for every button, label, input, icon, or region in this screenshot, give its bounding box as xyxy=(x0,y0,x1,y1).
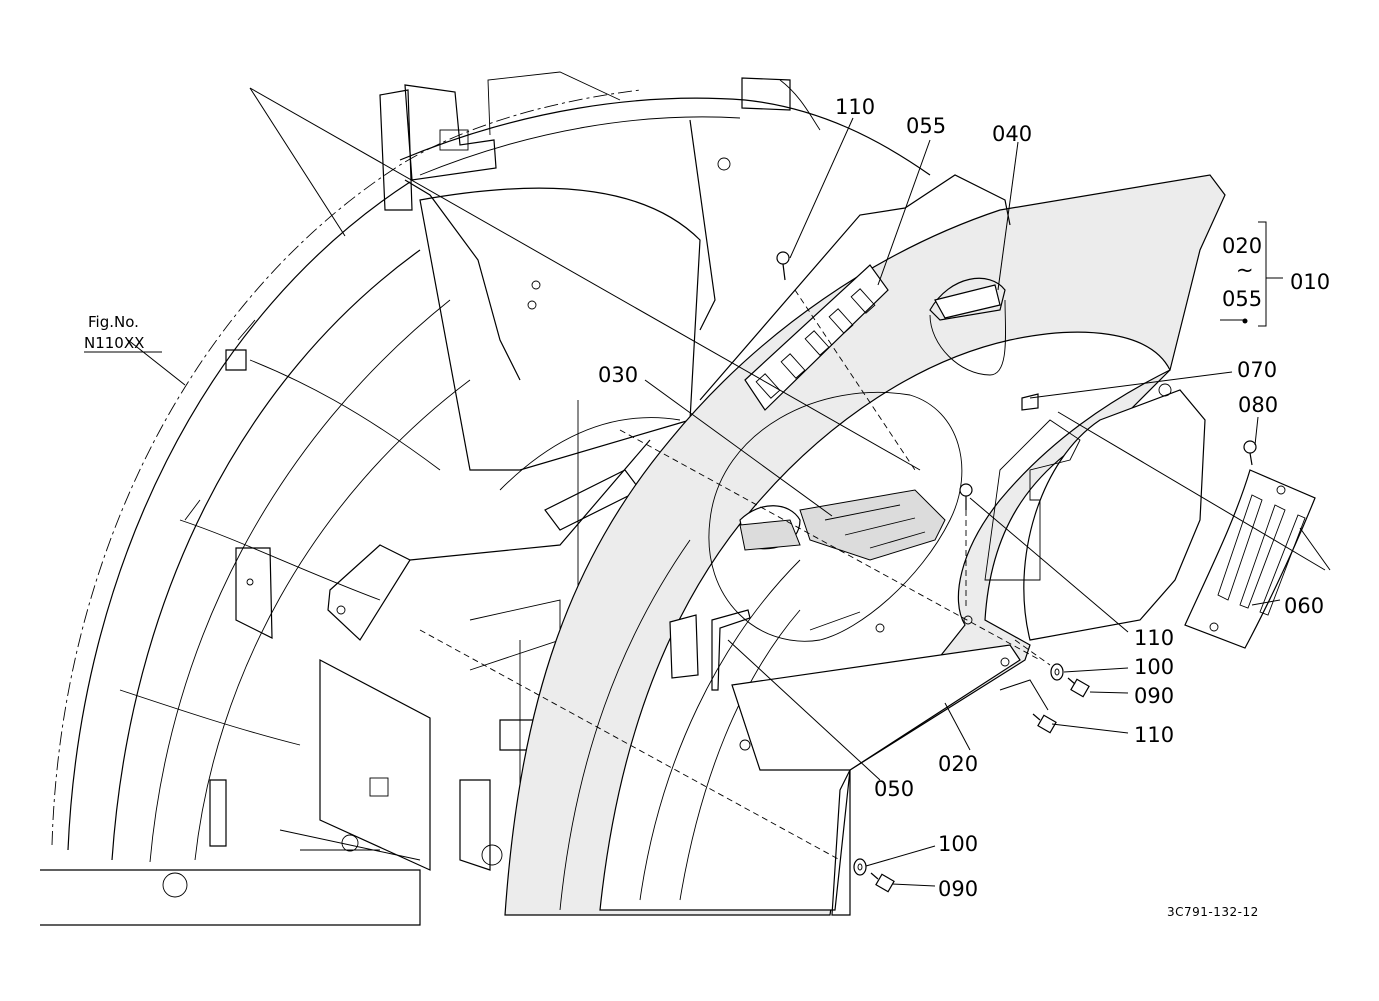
callout-range-tilde: ~ xyxy=(1236,258,1254,282)
callout-090-mid: 090 xyxy=(1134,684,1174,708)
washer-100-mid xyxy=(1050,663,1064,681)
callout-100-mid: 100 xyxy=(1134,655,1174,679)
bolt-110-top xyxy=(776,251,790,281)
bolt-110-mid xyxy=(959,483,973,510)
fig-label: Fig.No. xyxy=(88,313,139,331)
rear-cover xyxy=(984,383,1206,641)
callout-labels: 110 055 040 020 ~ 055 010 070 080 030 06… xyxy=(84,95,1330,919)
callout-040: 040 xyxy=(992,122,1032,146)
switch-slots xyxy=(755,288,876,399)
callout-030: 030 xyxy=(598,363,638,387)
range-bracket xyxy=(1242,221,1283,327)
callout-050: 050 xyxy=(874,777,914,801)
callout-range-from: 020 xyxy=(1222,234,1262,258)
callout-010: 010 xyxy=(1290,270,1330,294)
callout-range-to: 055 xyxy=(1222,287,1262,311)
fender-assembly xyxy=(504,174,1226,916)
assembly-lines xyxy=(419,289,1051,861)
callout-100-bot: 100 xyxy=(938,832,978,856)
fasteners xyxy=(776,251,1257,893)
callout-090-bot: 090 xyxy=(938,877,978,901)
bolt-110-low xyxy=(1032,713,1057,734)
callout-080: 080 xyxy=(1238,393,1278,417)
callout-060: 060 xyxy=(1284,594,1324,618)
callout-110-top: 110 xyxy=(835,95,875,119)
fig-number: N110XX xyxy=(84,334,144,352)
callout-020: 020 xyxy=(938,752,978,776)
callout-110-low: 110 xyxy=(1134,723,1174,747)
callout-110-mid: 110 xyxy=(1134,626,1174,650)
washer-100-bot xyxy=(853,858,867,876)
callout-070: 070 xyxy=(1237,358,1277,382)
bolt-080 xyxy=(1243,440,1257,466)
leader-lines xyxy=(127,87,1331,887)
step-plate-060 xyxy=(1184,469,1316,649)
bolt-090-mid xyxy=(1067,677,1090,698)
bolt-090-bot xyxy=(870,872,895,893)
callout-055: 055 xyxy=(906,114,946,138)
drawing-code: 3C791-132-12 xyxy=(1167,905,1259,919)
